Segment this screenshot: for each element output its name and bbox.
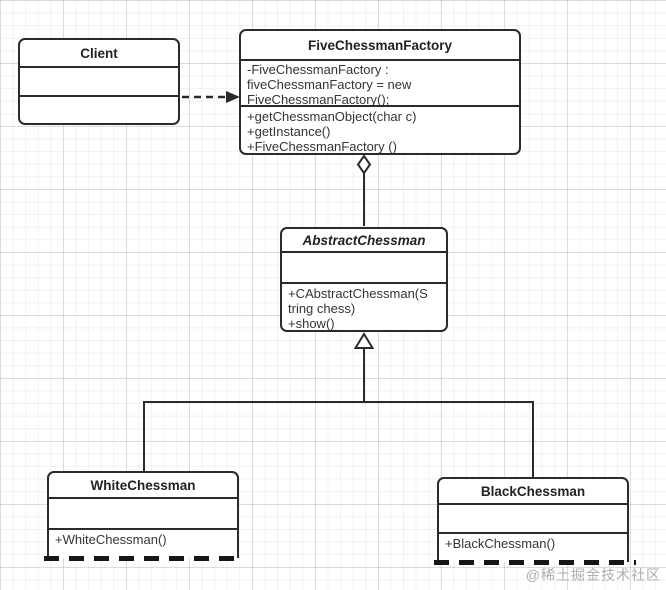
class-methods-client	[20, 97, 178, 123]
class-attributes-black-chessman	[439, 505, 627, 534]
class-box-white-chessman: WhiteChessman +WhiteChessman()	[47, 471, 239, 558]
class-attributes-client	[20, 68, 178, 97]
text-line: -FiveChessmanFactory :	[247, 62, 389, 77]
class-title-black-chessman: BlackChessman	[439, 479, 627, 505]
text-line: FiveChessmanFactory();	[247, 91, 390, 107]
class-box-black-chessman: BlackChessman +BlackChessman()	[437, 477, 629, 562]
text-line: +FiveChessmanFactory ()	[247, 138, 397, 153]
class-title-client: Client	[20, 40, 178, 68]
class-box-client: Client	[18, 38, 180, 125]
class-title-white-chessman: WhiteChessman	[49, 473, 237, 499]
class-title-factory: FiveChessmanFactory	[241, 31, 519, 61]
class-box-factory: FiveChessmanFactory -FiveChessmanFactory…	[239, 29, 521, 155]
text-line: +getInstance()	[247, 123, 331, 139]
aggregation-diamond-icon	[356, 154, 372, 175]
inheritance-triangle-icon	[353, 332, 375, 349]
text-line: tring chess)	[288, 300, 356, 316]
class-attributes-factory: -FiveChessmanFactory :fiveChessmanFactor…	[241, 61, 519, 107]
text-line: +WhiteChessman()	[55, 532, 167, 547]
text-line: +show()	[288, 315, 335, 330]
text-line: +getChessmanObject(char c)	[247, 109, 417, 124]
class-title-abstract-chessman: AbstractChessman	[282, 229, 446, 253]
black-chessman-cutoff-dash	[434, 560, 636, 565]
class-attributes-abstract-chessman	[282, 253, 446, 284]
class-methods-factory: +getChessmanObject(char c)+getInstance()…	[241, 107, 519, 153]
dependency-arrowhead-icon	[226, 91, 240, 103]
class-attributes-white-chessman	[49, 499, 237, 530]
text-line: fiveChessmanFactory = new	[247, 76, 412, 92]
class-methods-black-chessman: +BlackChessman()	[439, 534, 627, 562]
text-line: +CAbstractChessman(S	[288, 286, 428, 301]
watermark-text: @稀土掘金技术社区	[525, 567, 661, 583]
text-line: +BlackChessman()	[445, 536, 556, 551]
class-methods-white-chessman: +WhiteChessman()	[49, 530, 237, 558]
white-chessman-cutoff-dash	[44, 556, 244, 561]
